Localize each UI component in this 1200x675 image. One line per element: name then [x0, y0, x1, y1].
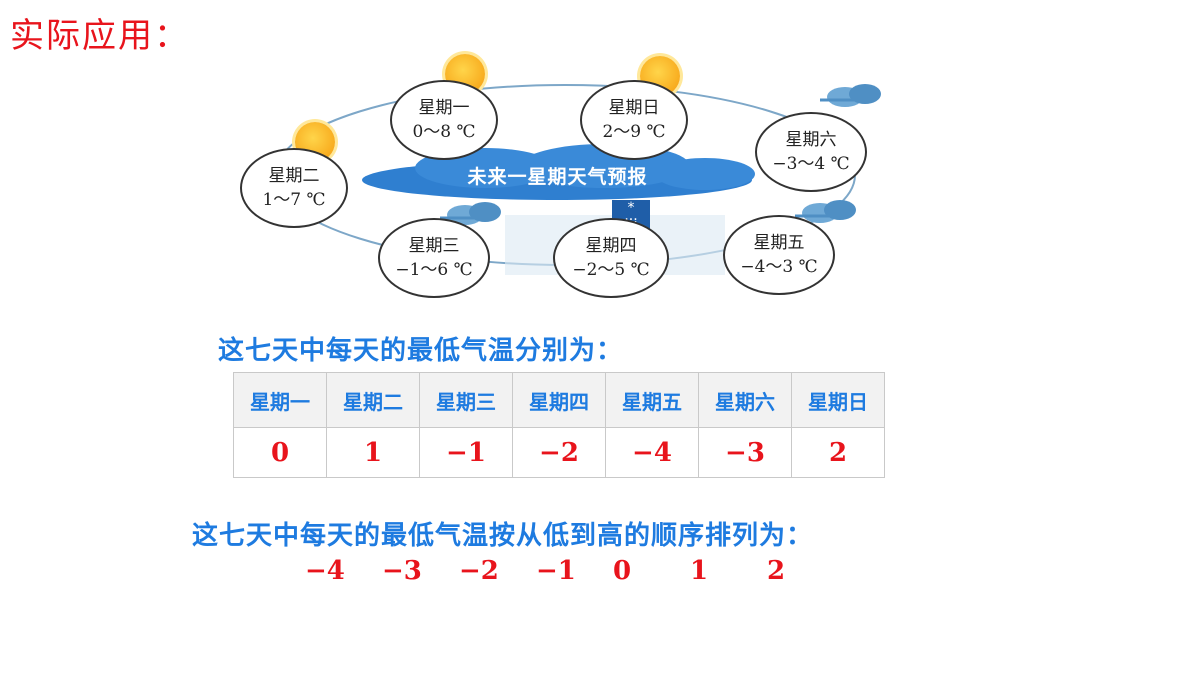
table-header-cell: 星期二: [326, 372, 420, 428]
day-range: −3～4 ℃: [772, 154, 850, 174]
low-temperature-table: 星期一 星期二 星期三 星期四 星期五 星期六 星期日 0 1 −1 −2 −4…: [233, 372, 885, 478]
table-header-cell: 星期四: [512, 372, 606, 428]
day-range: −1～6 ℃: [395, 260, 473, 280]
table-value-cell: 0: [233, 427, 327, 478]
sorted-value: −2: [459, 556, 499, 586]
table-header-cell: 星期日: [791, 372, 885, 428]
sorted-value: 0: [613, 556, 632, 586]
day-range: 0～8 ℃: [412, 122, 476, 142]
day-saturday: 星期六 −3～4 ℃: [755, 112, 867, 192]
sorted-value: 2: [767, 556, 786, 586]
table-header-cell: 星期三: [419, 372, 513, 428]
table-header-cell: 星期六: [698, 372, 792, 428]
day-wednesday: 星期三 −1～6 ℃: [378, 218, 490, 298]
sorted-value: −1: [536, 556, 576, 586]
day-tuesday: 星期二 1～7 ℃: [240, 148, 348, 228]
sorted-value: −3: [382, 556, 422, 586]
day-name: 星期三: [408, 236, 460, 256]
forecast-banner-text: 未来一星期天气预报: [467, 166, 648, 188]
table-value-cell: 1: [326, 427, 420, 478]
table-header-cell: 星期五: [605, 372, 699, 428]
day-friday: 星期五 −4～3 ℃: [723, 215, 835, 295]
day-range: −2～5 ℃: [572, 260, 650, 280]
cloud-icon: [440, 202, 501, 225]
sorted-sequence: −4 −3 −2 −1 0 1 2: [305, 556, 844, 586]
day-thursday: 星期四 −2～5 ℃: [553, 218, 669, 298]
table-header-row: 星期一 星期二 星期三 星期四 星期五 星期六 星期日: [233, 372, 885, 428]
day-name: 星期六: [785, 130, 837, 150]
day-name: 星期二: [268, 166, 320, 186]
table-value-cell: −3: [698, 427, 792, 478]
day-range: −4～3 ℃: [740, 257, 818, 277]
sorted-value: 1: [690, 556, 709, 586]
day-monday: 星期一 0～8 ℃: [390, 80, 498, 160]
table-header-cell: 星期一: [233, 372, 327, 428]
table-value-cell: −1: [419, 427, 513, 478]
table-value-cell: −4: [605, 427, 699, 478]
day-name: 星期日: [608, 98, 660, 118]
weather-forecast-figure: 未来一星期天气预报 星期一 0～8 ℃ 星期日 2～9 ℃ 星期六 −3～4 ℃…: [235, 40, 895, 300]
sorted-value: −4: [305, 556, 345, 586]
day-name: 星期五: [753, 233, 805, 253]
table-value-cell: −2: [512, 427, 606, 478]
day-range: 1～7 ℃: [262, 190, 326, 210]
day-sunday: 星期日 2～9 ℃: [580, 80, 688, 160]
day-name: 星期一: [418, 98, 470, 118]
day-name: 星期四: [585, 236, 637, 256]
cloud-icon: [795, 200, 856, 223]
table-row: 0 1 −1 −2 −4 −3 2: [233, 427, 885, 478]
day-range: 2～9 ℃: [602, 122, 666, 142]
sorted-heading: 这七天中每天的最低气温按从低到高的顺序排列为：: [192, 521, 814, 551]
slide-title: 实际应用：: [10, 16, 190, 56]
table-value-cell: 2: [791, 427, 885, 478]
cloud-icon: [820, 84, 881, 107]
lows-heading: 这七天中每天的最低气温分别为：: [218, 336, 624, 366]
